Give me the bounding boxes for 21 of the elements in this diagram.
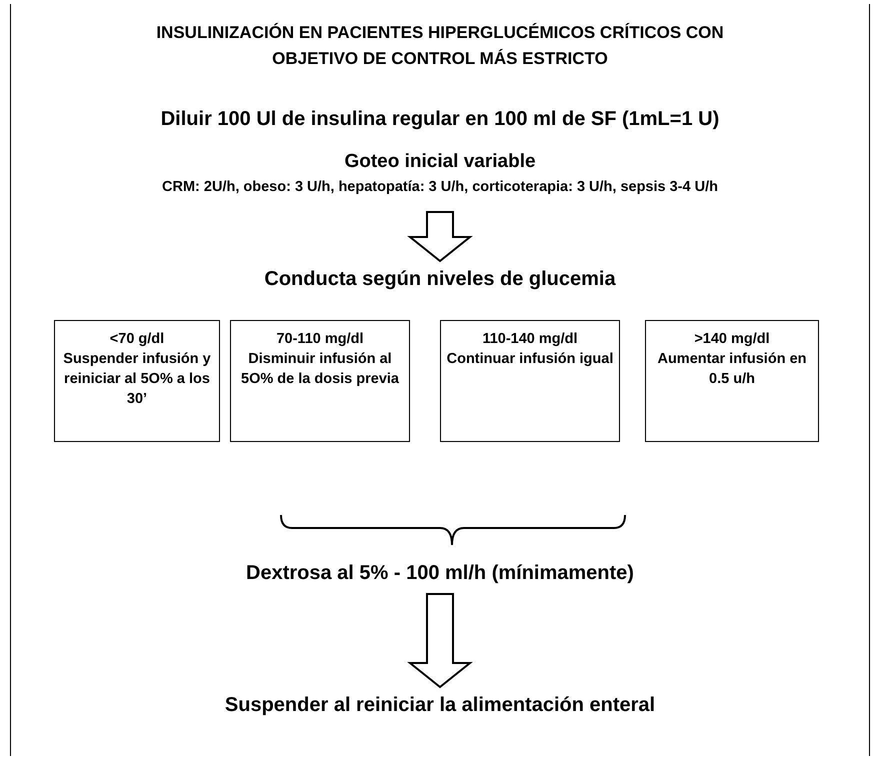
action-text: Continuar infusión igual [446,350,614,369]
step-heading: Goteo inicial variable [344,150,536,174]
range-box [645,320,819,442]
action-text: Disminuir infusión al 5O% de la dosis previa [240,350,400,389]
block-arrow [407,211,473,262]
range-box [440,320,620,442]
instruction-text: Diluir 100 Ul de insulina regular en 100 ml de SF (1mL=1 U) [160,108,720,131]
step-text: Conducta según niveles de glucemia [150,264,730,296]
range-heading: 110-140 mg/dl [482,330,578,349]
action-text: Aumentar infusión en 0.5 u/h [656,350,808,389]
range-heading: >140 mg/dl [694,330,770,349]
range-heading: <70 g/dl [110,330,164,349]
step-text: Dextrosa al 5% - 100 ml/h (mínimamente) [150,558,730,590]
step-text: Suspender al reiniciar la alimentación enteral [150,690,730,724]
action-text: Suspender infusión y reiniciar al 5O% a los 30’ [62,350,212,409]
range-box [230,320,410,442]
range-heading: 70-110 mg/dl [276,330,364,349]
block-arrow [407,593,473,688]
diagram-title: INSULINIZACIÓN EN PACIENTES HIPERGLUCÉMICOS CRÍTICOS CON OBJETIVO DE CONTROL MÁS ESTRICTO [155,22,725,70]
range-box [54,320,220,442]
step-detail: CRM: 2U/h, obeso: 3 U/h, hepatopatía: 3 U/h, corticoterapia: 3 U/h, sepsis 3-4 U/h [162,178,718,197]
